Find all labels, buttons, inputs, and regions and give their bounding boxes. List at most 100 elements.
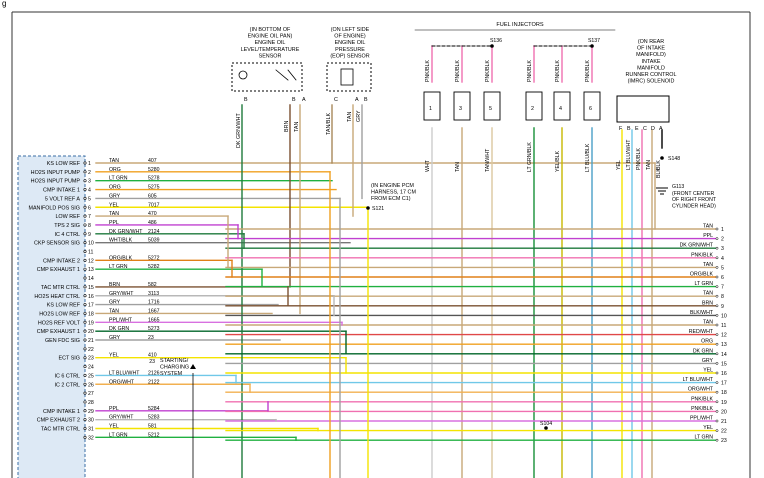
right-pin-number: 2 [721, 237, 724, 243]
injector-feed-label: PNK/BLK [485, 60, 491, 82]
splice-s104 [544, 426, 548, 430]
ecm-pin-name: HO2S INPUT PUMP [31, 179, 81, 185]
ecm-circuit-number: 2122 [148, 379, 160, 385]
ecm-pin-name: IC 4 CTRL [55, 232, 80, 238]
ground-caption: OF RIGHT FRONT [672, 197, 717, 203]
ecm-pin-terminal [83, 311, 87, 315]
ecm-pin-name: IC 2 CTRL [55, 382, 80, 388]
ecm-pin-number: 25 [88, 373, 94, 379]
right-wire-color: LT BLU/WHT [683, 377, 714, 383]
ecm-pin-name: LOW REF [55, 214, 80, 220]
injector-3 [453, 91, 471, 121]
ecm-pin-number: 6 [88, 205, 91, 211]
right-wire-color: PNK/BLK [691, 406, 713, 412]
oil-level-wire-label: TAN [294, 122, 300, 132]
ecm-circuit-number: 23 [148, 335, 154, 341]
right-pin-terminal [715, 419, 719, 423]
injector-number: 2 [531, 106, 534, 112]
splice-s137-label: S137 [588, 38, 600, 44]
sensor-switch [275, 69, 289, 81]
imrc-wire-label: PNK/BLK [636, 148, 642, 170]
right-wire-color: PNK/BLK [691, 252, 713, 258]
eop-sensor-caption: PRESSURE [335, 47, 365, 53]
ecm-wire-color: ORG [109, 185, 121, 191]
ecm-circuit-number: 5039 [148, 238, 160, 244]
imrc-caption: INTAKE [641, 59, 660, 65]
imrc-caption: (IMRC) SOLENOID [628, 79, 675, 85]
ecm-pin-name: 5 VOLT REF A [45, 196, 81, 202]
ecm-wire-color: GRY [109, 300, 121, 306]
ecm-pin-terminal [83, 161, 87, 165]
imrc-wire-label: TAN [646, 160, 652, 170]
ground-symbol [656, 187, 668, 195]
injector-number: 4 [559, 106, 562, 112]
ecm-wire-color: ORG [109, 167, 121, 173]
eop-wire-label: GRY [356, 110, 362, 122]
gen-pin-number: 23 [149, 359, 155, 365]
imrc-pin-F: F [619, 126, 623, 132]
ecm-pin-terminal [83, 400, 87, 404]
ecm-pin-terminal [83, 329, 87, 333]
ecm-circuit-number: 3113 [148, 291, 159, 297]
ecm-pin-number: 20 [88, 329, 94, 335]
injector-number: 1 [429, 106, 432, 112]
ecm-circuit-number: 5282 [148, 264, 160, 270]
ecm-pin-name: HO2S LOW REF [39, 311, 80, 317]
injector-feed-label: PNK/BLK [585, 60, 591, 82]
ecm-pin-terminal [83, 347, 87, 351]
ecm-pin-terminal [83, 338, 87, 342]
ecm-pin-number: 4 [88, 188, 91, 194]
imrc-pin-E: E [635, 126, 639, 132]
right-wire-color: ORG [701, 339, 713, 345]
ecm-pin-terminal [83, 179, 87, 183]
right-wire-color: GRY [702, 358, 714, 364]
eop-sensor-caption: (ON LEFT SIDE [331, 27, 370, 33]
right-wire-color: DK GRN/WHT [680, 243, 714, 249]
ecm-wire-color: GRY [109, 335, 121, 341]
ecm-pin-number: 23 [88, 356, 94, 362]
splice-s121 [366, 206, 370, 210]
ecm-circuit-number: 5275 [148, 185, 160, 191]
splice-s121-label: S121 [372, 206, 384, 212]
oil-level-pin-B: B [244, 97, 248, 103]
ecm-pin-terminal [83, 294, 87, 298]
right-pin-terminal [715, 342, 719, 346]
right-pin-number: 3 [721, 246, 724, 252]
ecm-wire-color: TAN [109, 211, 119, 217]
ecm-circuit-number: 582 [148, 282, 157, 288]
right-pin-terminal [715, 410, 719, 413]
injector-wire-label: TAN/WHT [485, 148, 491, 172]
right-pin-terminal [715, 285, 719, 288]
ecm-pin-terminal [83, 435, 87, 439]
ground-wire-label: BLK [656, 168, 662, 178]
right-pin-terminal [715, 352, 719, 356]
ecm-circuit-number: 470 [148, 211, 157, 217]
oil-level-wire-label: BRN [284, 121, 290, 132]
ecm-circuit-number: 407 [148, 158, 157, 164]
pcm-harness-note: HARNESS, 17 CM [371, 189, 416, 195]
right-pin-number: 6 [721, 275, 724, 281]
ecm-pin-number: 27 [88, 391, 94, 397]
splice-s148-label: S148 [668, 156, 680, 162]
ecm-wire-color: YEL [109, 353, 119, 359]
splice-s104-label: S104 [540, 421, 552, 427]
ecm-pin-terminal [83, 365, 87, 369]
ecm-pin-number: 22 [88, 347, 94, 353]
ecm-pin-number: 5 [88, 196, 91, 202]
ecm-pin-name: CMP INTAKE 1 [43, 188, 80, 194]
oil-level-pin-A: A [302, 97, 306, 103]
ecm-connector-body [17, 155, 86, 478]
splice-s137 [590, 44, 594, 48]
right-wire-color: BLK/WHT [690, 310, 714, 316]
ecm-wire-color: PPL [109, 406, 119, 412]
ecm-pin-number: 26 [88, 382, 94, 388]
ecm-pin-number: 13 [88, 267, 94, 273]
right-pin-number: 14 [721, 352, 727, 358]
ecm-pin-terminal [83, 285, 87, 289]
right-wire-color: PNK/BLK [691, 396, 713, 402]
pcm-harness-note: FROM ECM C1) [371, 196, 411, 202]
right-wire-color: YEL [703, 425, 713, 431]
ecm-wire-color: TAN [109, 158, 119, 164]
